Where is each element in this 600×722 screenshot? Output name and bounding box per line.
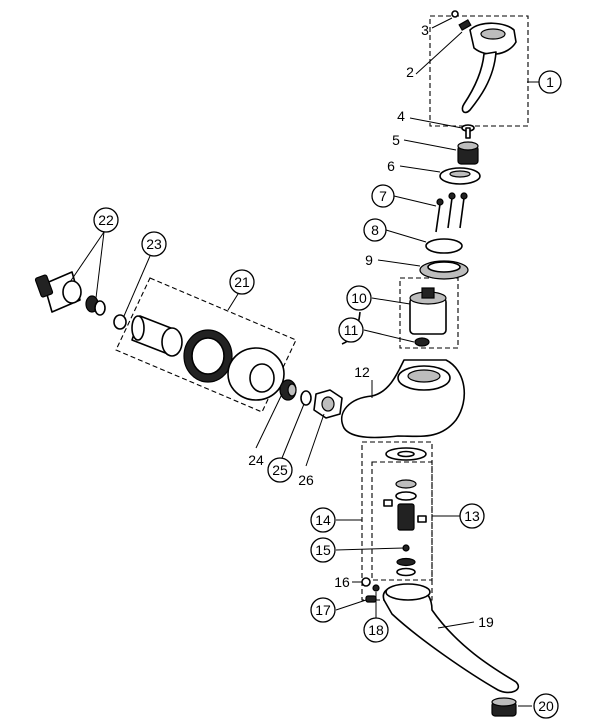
callout-circle-15 bbox=[310, 537, 336, 563]
screw-2 bbox=[458, 19, 472, 31]
callout-4: 4 bbox=[397, 108, 405, 124]
fitting-11 bbox=[414, 337, 430, 347]
callout-17: 17 bbox=[315, 602, 331, 618]
cover-6 bbox=[439, 167, 481, 185]
cap-3 bbox=[451, 10, 459, 18]
callout-circle-7 bbox=[371, 184, 395, 208]
washer-25 bbox=[300, 390, 312, 406]
nut-26 bbox=[313, 389, 343, 419]
callout-19: 19 bbox=[478, 614, 494, 630]
callout-16: 16 bbox=[334, 574, 350, 590]
callout-13: 13 bbox=[464, 508, 480, 524]
callout-7: 7 bbox=[379, 188, 387, 204]
callout-circle-25 bbox=[267, 457, 293, 483]
gasket-8 bbox=[425, 238, 463, 254]
callout-12: 12 bbox=[354, 364, 370, 380]
nipple-24 bbox=[279, 379, 297, 401]
callout-8: 8 bbox=[371, 222, 379, 238]
callout-9: 9 bbox=[365, 252, 373, 268]
callout-labels: 1 2 3 4 5 6 7 8 9 10 11 12 13 14 15 16 1… bbox=[98, 22, 554, 714]
callout-24: 24 bbox=[248, 452, 264, 468]
callout-1: 1 bbox=[546, 74, 554, 90]
screw-4 bbox=[461, 124, 475, 139]
callout-15: 15 bbox=[315, 542, 331, 558]
callout-circle-14 bbox=[310, 507, 336, 533]
callout-10: 10 bbox=[351, 290, 367, 306]
spout-19 bbox=[382, 583, 520, 694]
callout-circle-8 bbox=[363, 218, 387, 242]
callout-circle-17 bbox=[310, 597, 336, 623]
callout-circle-13 bbox=[459, 503, 485, 529]
callout-circle-22 bbox=[93, 207, 119, 233]
group-box-diverter-inner bbox=[371, 461, 433, 581]
callout-circle-10 bbox=[346, 285, 372, 311]
callout-circle-20 bbox=[533, 693, 559, 719]
screw-17 bbox=[365, 595, 377, 603]
group-box-cartridge bbox=[399, 277, 459, 349]
callout-25: 25 bbox=[272, 462, 288, 478]
diverter-stack-13 bbox=[383, 447, 427, 577]
eccentric-connector-22 bbox=[34, 271, 106, 316]
ring-nut-9 bbox=[419, 260, 469, 280]
leader-lines bbox=[69, 17, 540, 707]
callout-22: 22 bbox=[98, 212, 114, 228]
seal-16 bbox=[361, 577, 371, 587]
callout-circle-11 bbox=[338, 317, 364, 343]
callout-3: 3 bbox=[421, 22, 429, 38]
callout-circle-18 bbox=[363, 617, 389, 643]
group-box-wall-kit bbox=[115, 277, 297, 413]
callout-11: 11 bbox=[344, 322, 359, 338]
callout-20: 20 bbox=[538, 698, 554, 714]
callout-21: 21 bbox=[234, 274, 250, 290]
group-box-diverter-outer bbox=[361, 441, 433, 601]
callout-6: 6 bbox=[387, 158, 395, 174]
group-box-lever bbox=[429, 15, 529, 127]
callout-circle-1 bbox=[538, 70, 562, 94]
callout-26: 26 bbox=[298, 472, 314, 488]
callout-5: 5 bbox=[392, 132, 400, 148]
callout-circle-21 bbox=[229, 269, 255, 295]
adapter-5 bbox=[457, 141, 479, 165]
cartridge-10 bbox=[409, 287, 447, 335]
wall-kit-21 bbox=[131, 315, 285, 401]
oring-23 bbox=[113, 314, 127, 330]
callout-2: 2 bbox=[406, 64, 414, 80]
washer-18 bbox=[372, 584, 380, 592]
callout-circle-23 bbox=[141, 231, 167, 257]
callout-circles bbox=[93, 70, 562, 719]
aerator-20 bbox=[491, 697, 517, 717]
lever-handle bbox=[461, 22, 517, 114]
callout-18: 18 bbox=[368, 622, 384, 638]
callout-23: 23 bbox=[146, 236, 162, 252]
bolts-7 bbox=[435, 192, 468, 233]
callout-14: 14 bbox=[315, 512, 331, 528]
